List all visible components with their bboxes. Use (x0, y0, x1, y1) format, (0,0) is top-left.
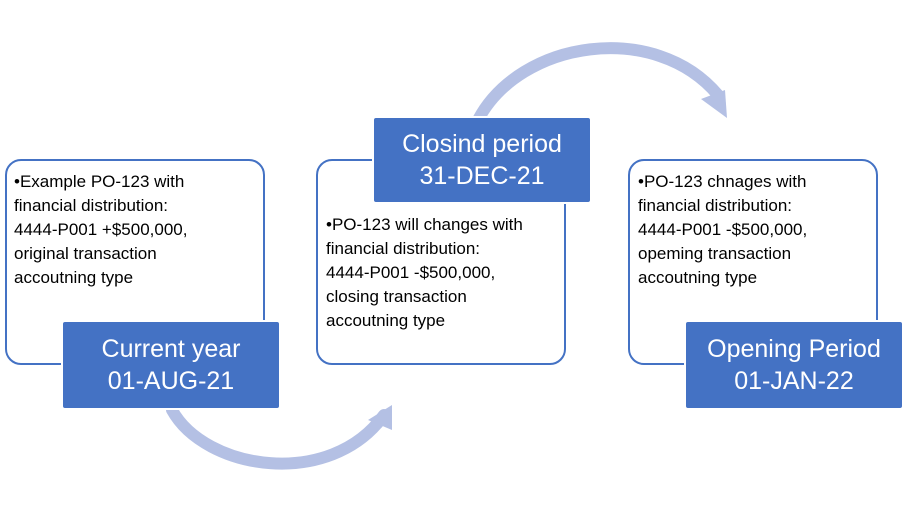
stage-closing-period-label: Closind period 31-DEC-21 (372, 116, 592, 204)
stage-current-year-title: Current year (101, 335, 241, 363)
stage-current-year-note: •Example PO-123 with financial distribut… (14, 172, 188, 287)
arrowhead-top-icon (701, 90, 727, 118)
arrowhead-bottom-icon (368, 405, 392, 430)
stage-current-year-label: Current year 01-AUG-21 (61, 320, 281, 410)
stage-opening-period-label: Opening Period 01-JAN-22 (684, 320, 904, 410)
stage-closing-period-title: Closind period (402, 130, 562, 158)
arrow-closing-to-opening-icon (472, 42, 724, 126)
stage-opening-period-note: •PO-123 chnages with financial distribut… (638, 172, 808, 287)
stage-opening-period-date: 01-JAN-22 (734, 367, 854, 395)
stage-closing-period-note: •PO-123 will changes with financial dist… (326, 215, 523, 330)
arrow-current-to-closing-icon (166, 404, 390, 470)
stage-opening-period-title: Opening Period (707, 335, 881, 363)
stage-closing-period-date: 31-DEC-21 (419, 162, 545, 190)
stage-current-year-date: 01-AUG-21 (107, 367, 235, 395)
